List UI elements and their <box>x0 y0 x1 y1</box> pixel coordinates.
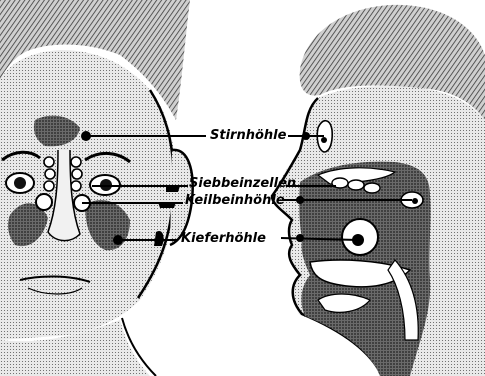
sinus-bubble-left <box>36 194 52 210</box>
label-stirnhoehle: Stirnhöhle <box>210 129 286 142</box>
front-face <box>0 0 206 376</box>
profile-head <box>272 5 485 376</box>
front-skin <box>0 50 176 340</box>
label-siebbeinzellen: Siebbeinzellen <box>189 177 296 190</box>
label-kieferhoehle: Kieferhöhle <box>181 232 266 245</box>
label-keilbeinhoehle: Keilbeinhöhle <box>185 194 285 207</box>
